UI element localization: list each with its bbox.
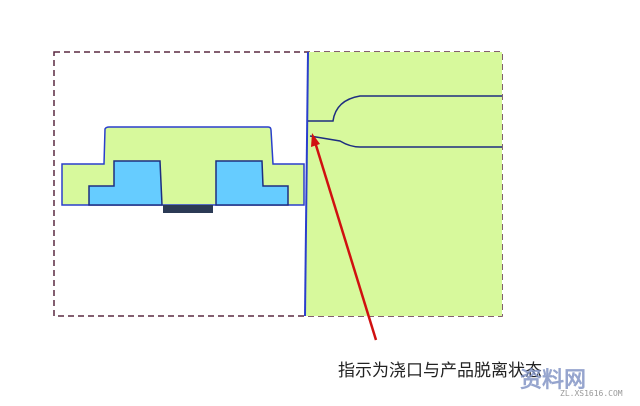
arrow-head-icon <box>311 133 320 147</box>
sprue-runner-plastic <box>305 52 502 316</box>
watermark-url: ZL.XS1616.COM <box>560 389 623 398</box>
runner-top-edge <box>308 95 502 122</box>
runner-bottom-edge <box>309 135 502 148</box>
ejector-bar <box>163 205 213 213</box>
parting-line <box>304 51 309 317</box>
watermark-logo: 资料网 <box>520 368 587 393</box>
caption-text: 指示为浇口与产品脱离状态 <box>338 361 542 381</box>
insert-right <box>215 160 289 206</box>
insert-left <box>88 160 163 206</box>
pointer-arrow-line <box>313 141 378 341</box>
